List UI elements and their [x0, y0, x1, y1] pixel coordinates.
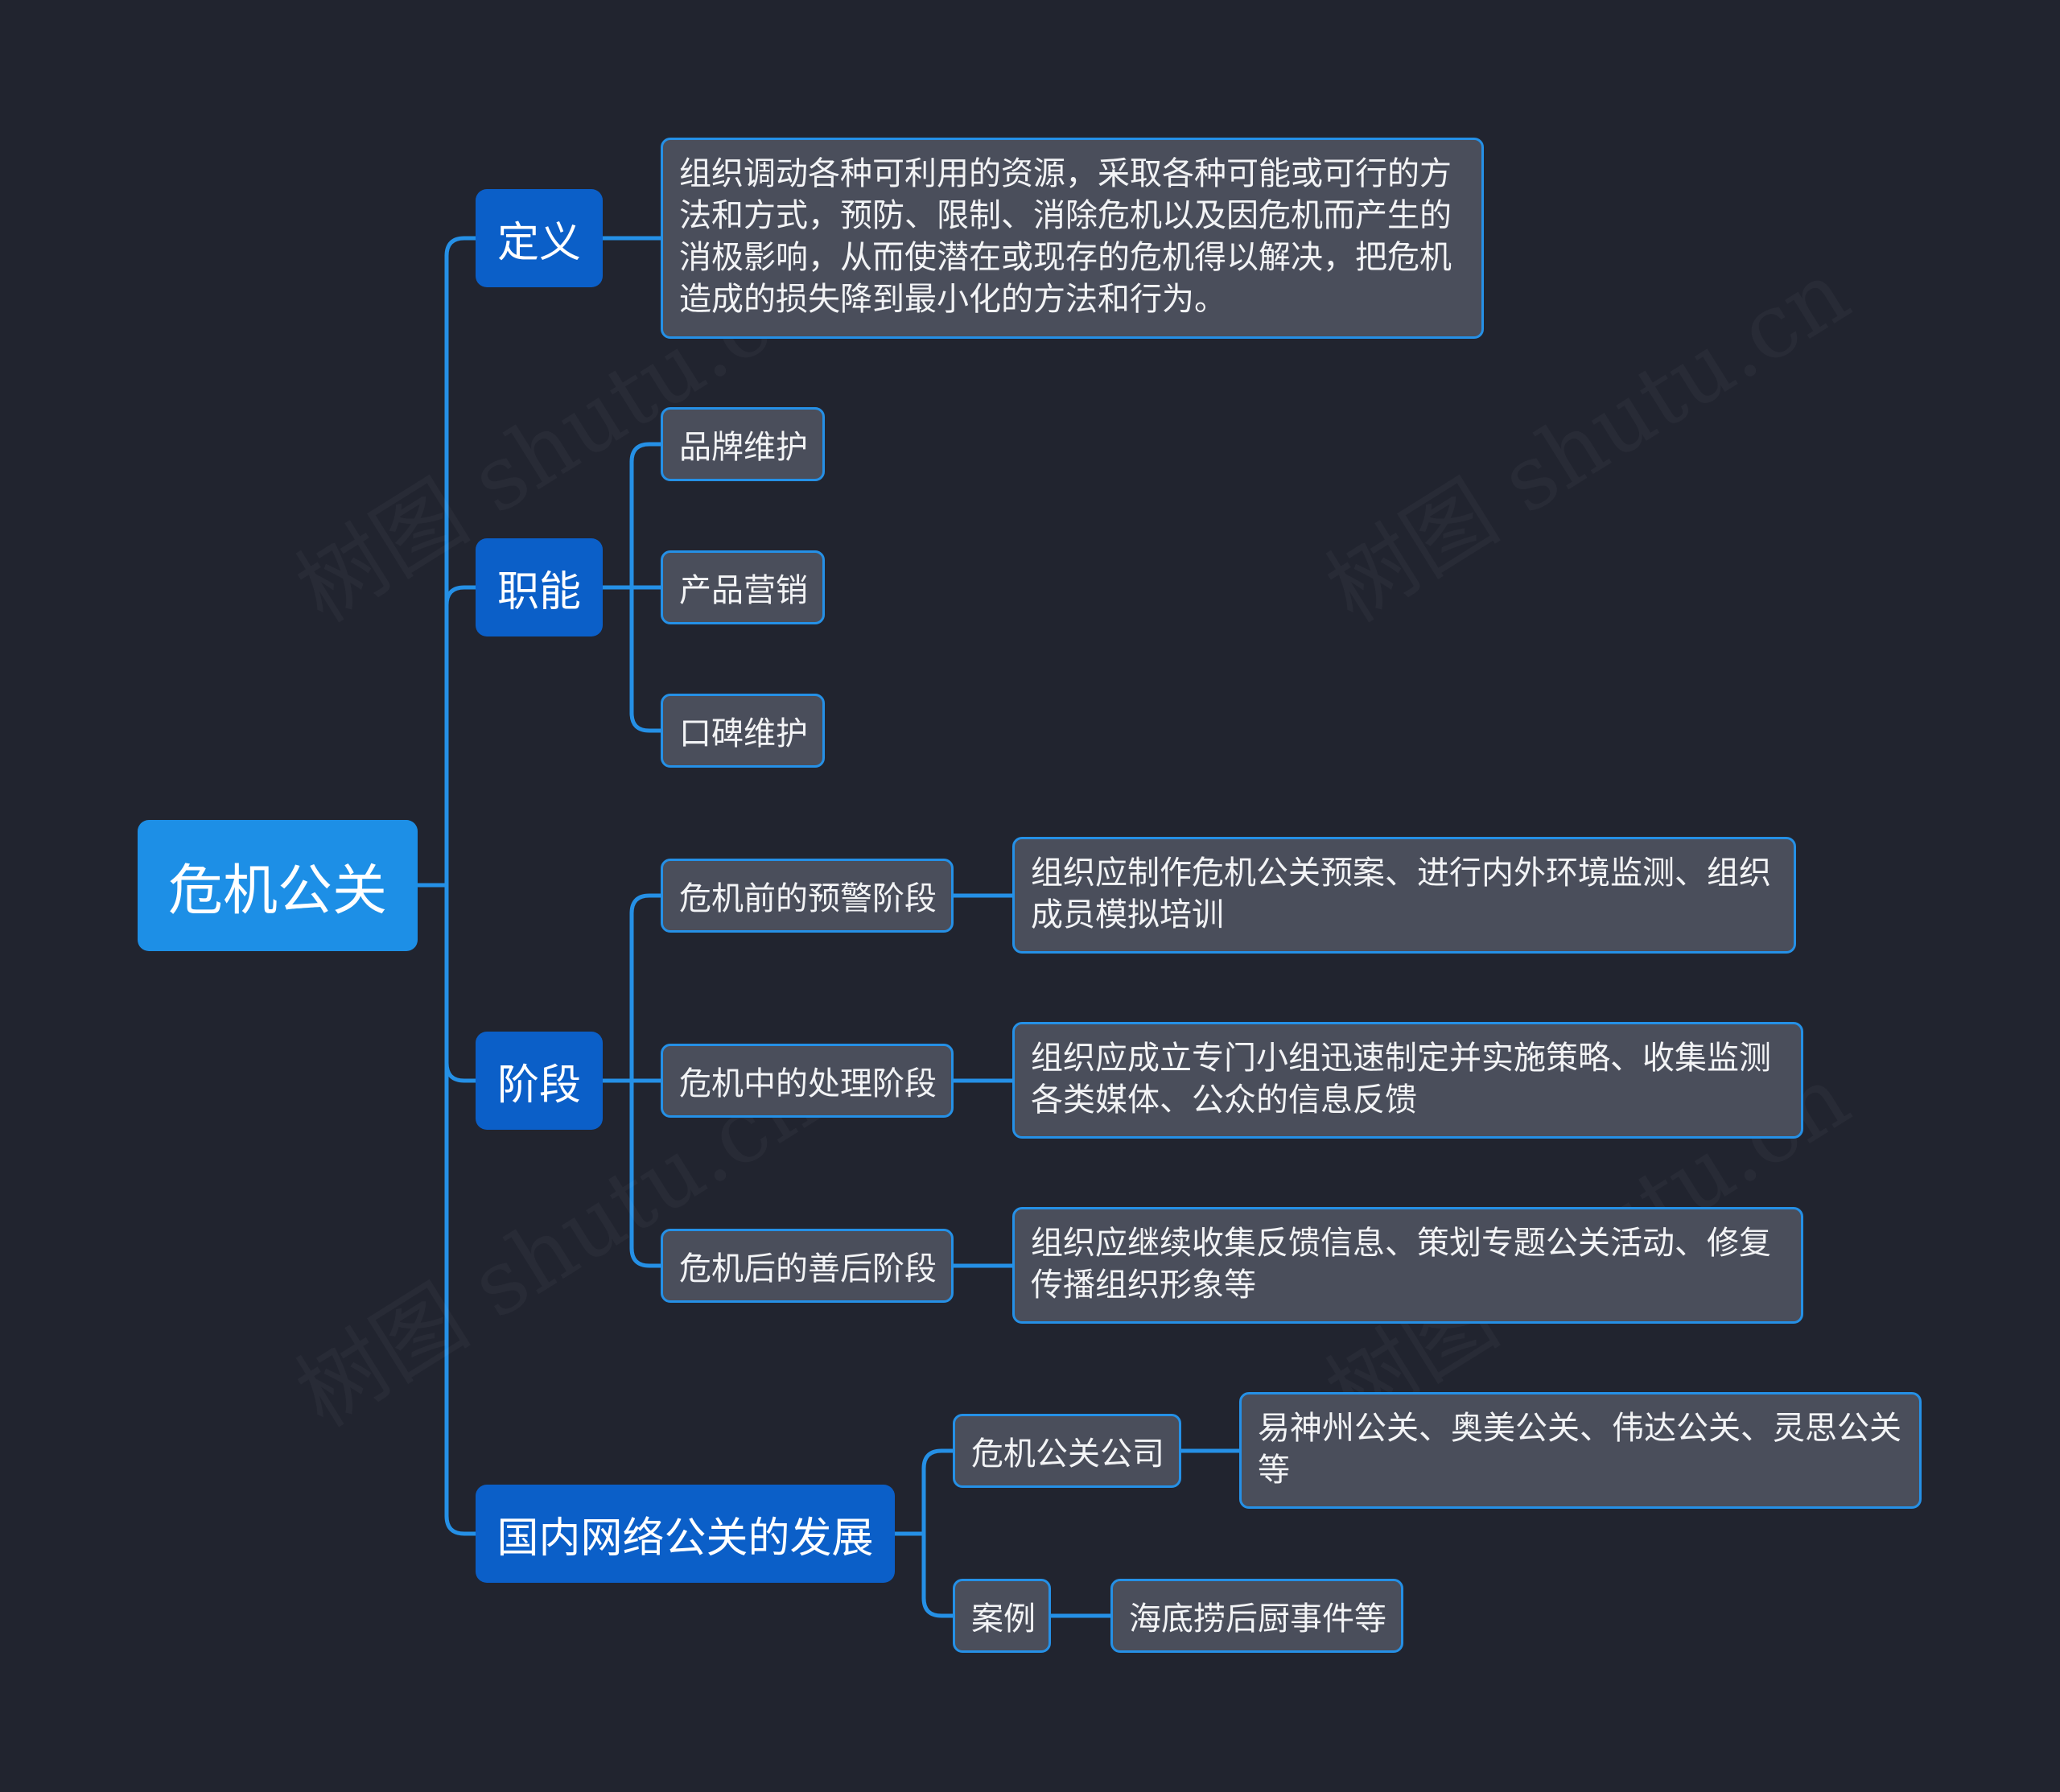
branch-development[interactable]: 国内网络公关的发展 [476, 1485, 895, 1583]
development-detail[interactable]: 海底捞后厨事件等 [1110, 1579, 1403, 1653]
connector-line [921, 1596, 955, 1618]
connector-line [444, 236, 478, 258]
definition-text[interactable]: 组织调动各种可利用的资源，采取各种可能或可行的方法和方式，预防、限制、消除危机以… [661, 138, 1484, 339]
connector-line [629, 711, 663, 733]
branch-definition[interactable]: 定义 [476, 189, 603, 287]
stage-item[interactable]: 危机中的处理阶段 [661, 1044, 954, 1118]
connector-line [629, 893, 663, 916]
connector-line [921, 1448, 955, 1471]
function-item[interactable]: 品牌维护 [661, 407, 825, 481]
connector-line [444, 1514, 478, 1536]
branch-stages[interactable]: 阶段 [476, 1032, 603, 1130]
stage-detail[interactable]: 组织应制作危机公关预案、进行内外环境监测、组织成员模拟培训 [1012, 837, 1796, 954]
branch-functions[interactable]: 职能 [476, 538, 603, 636]
development-item[interactable]: 危机公关公司 [953, 1414, 1181, 1488]
development-detail[interactable]: 易神州公关、奥美公关、伟达公关、灵思公关等 [1239, 1392, 1922, 1509]
function-item[interactable]: 口碑维护 [661, 694, 825, 768]
stage-detail[interactable]: 组织应成立专门小组迅速制定并实施策略、收集监测各类媒体、公众的信息反馈 [1012, 1022, 1803, 1139]
stage-detail[interactable]: 组织应继续收集反馈信息、策划专题公关活动、修复传播组织形象等 [1012, 1207, 1803, 1324]
stage-item[interactable]: 危机后的善后阶段 [661, 1229, 954, 1303]
root-node[interactable]: 危机公关 [138, 820, 418, 951]
stage-item[interactable]: 危机前的预警阶段 [661, 859, 954, 933]
development-item[interactable]: 案例 [953, 1579, 1051, 1653]
function-item[interactable]: 产品营销 [661, 550, 825, 624]
connector-line [444, 1061, 478, 1083]
connector-line [444, 585, 478, 608]
connector-line [629, 1246, 663, 1268]
connector-line [629, 442, 663, 464]
